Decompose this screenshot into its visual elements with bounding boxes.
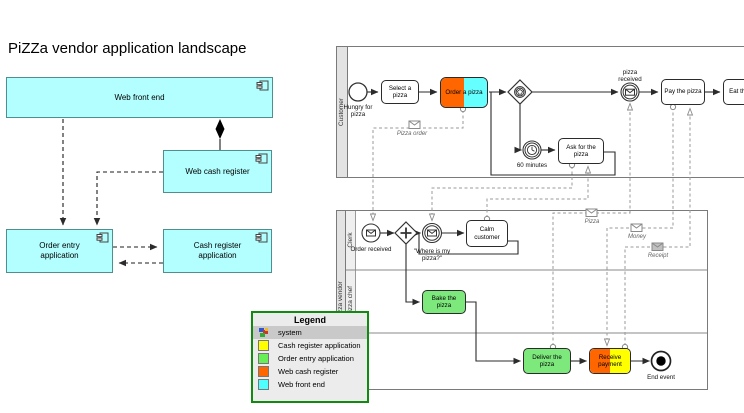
start-event-hungry bbox=[348, 82, 368, 102]
task-label: Eat the pizza bbox=[729, 88, 744, 96]
pool-customer bbox=[336, 46, 744, 178]
timer-event-60-minutes bbox=[522, 140, 542, 160]
legend-row: Web front end bbox=[253, 378, 367, 391]
component-icon bbox=[255, 153, 268, 164]
legend: Legend system Cash register application … bbox=[251, 311, 369, 403]
task-receive-payment: Receive payment bbox=[589, 348, 631, 374]
lane-dividers bbox=[346, 269, 707, 334]
legend-item-label: Order entry application bbox=[278, 354, 354, 363]
task-label: Pay the pizza bbox=[664, 88, 702, 96]
msg-label-receipt: Receipt bbox=[647, 253, 669, 259]
calm-loop-back bbox=[413, 229, 519, 255]
pool-vendor-label-strip bbox=[337, 211, 346, 389]
start-event-label: Hungry for pizza bbox=[343, 104, 373, 119]
pizza-received-label: pizza received bbox=[618, 69, 642, 84]
legend-row: Order entry application bbox=[253, 352, 367, 365]
order-received-label: Order received bbox=[350, 246, 392, 253]
legend-item-label: Web cash register bbox=[278, 367, 339, 376]
task-label: Deliver the pizza bbox=[532, 353, 562, 368]
system-icon bbox=[259, 328, 268, 337]
timer-label: 60 minutes bbox=[516, 162, 548, 169]
msg-label-pizza-order: Pizza order bbox=[396, 131, 428, 137]
task-label: Calm customer bbox=[474, 226, 500, 241]
component-icon bbox=[255, 232, 268, 243]
legend-item-label: Web front end bbox=[278, 380, 325, 389]
legend-swatch bbox=[258, 353, 269, 364]
task-bake-the-pizza: Bake the pizza bbox=[422, 290, 466, 314]
task-fill-left bbox=[441, 78, 464, 107]
task-select-a-pizza: Select a pizza bbox=[381, 80, 419, 104]
component-web-cash-register: Web cash register bbox=[163, 150, 272, 193]
envelope-pizza-icon bbox=[585, 208, 598, 217]
task-label: Order a pizza bbox=[445, 88, 483, 96]
legend-row: Web cash register bbox=[253, 365, 367, 378]
task-label: Ask for the pizza bbox=[566, 143, 596, 158]
component-cash-register-application: Cash register application bbox=[163, 229, 272, 273]
composition-diamond-icon bbox=[215, 119, 225, 139]
envelope-money-icon bbox=[630, 223, 643, 232]
legend-item-label: system bbox=[278, 328, 302, 337]
dependency-webcash-orderentry bbox=[93, 171, 163, 226]
legend-swatch bbox=[258, 366, 269, 377]
page-title: PiZZa vendor application landscape bbox=[8, 40, 247, 57]
task-fill-left bbox=[590, 349, 610, 373]
task-label: Receive payment bbox=[598, 353, 622, 368]
task-calm-customer: Calm customer bbox=[466, 220, 508, 247]
component-icon bbox=[96, 232, 109, 243]
message-envelopes bbox=[408, 120, 664, 251]
task-label: Select a pizza bbox=[388, 84, 412, 99]
end-event-label: End event bbox=[647, 374, 675, 381]
msg-label-pizza: Pizza bbox=[584, 219, 600, 225]
ask-loop-back bbox=[490, 92, 616, 176]
legend-swatch bbox=[258, 340, 269, 351]
component-label: Web front end bbox=[114, 92, 165, 102]
component-order-entry-application: Order entry application bbox=[6, 229, 113, 273]
component-web-front-end: Web front end bbox=[6, 77, 273, 118]
pool-vendor-lane-strip bbox=[346, 211, 356, 389]
msg-receipt bbox=[624, 109, 690, 346]
msg-label-money: Money bbox=[627, 234, 646, 240]
task-order-a-pizza: Order a pizza bbox=[440, 77, 488, 108]
envelope-receipt-icon bbox=[651, 242, 664, 251]
pool-customer-label-strip bbox=[337, 47, 348, 177]
msg-where-is-my-pizza bbox=[432, 166, 573, 220]
legend-row-system: system bbox=[253, 326, 367, 339]
archimate-relations bbox=[59, 119, 221, 267]
parallel-gateway bbox=[394, 221, 418, 245]
legend-swatch bbox=[258, 379, 269, 390]
legend-title: Legend bbox=[293, 315, 326, 325]
legend-row: Cash register application bbox=[253, 339, 367, 352]
task-fill-right bbox=[610, 349, 630, 373]
envelope-pizza-order-icon bbox=[408, 120, 421, 129]
message-event-where-is-my-pizza bbox=[421, 222, 443, 244]
sequence-flows bbox=[367, 88, 721, 365]
task-eat-the-pizza: Eat the pizza bbox=[723, 79, 744, 105]
where-is-my-pizza-label: "Where is my pizza?" bbox=[413, 248, 451, 263]
legend-item-label: Cash register application bbox=[278, 341, 361, 350]
component-label: Web cash register bbox=[185, 166, 250, 176]
task-label: Bake the pizza bbox=[431, 294, 457, 309]
bpmn-events bbox=[348, 79, 672, 372]
component-label: Order entry application bbox=[39, 241, 80, 260]
message-event-pizza-received bbox=[620, 82, 640, 102]
task-pay-the-pizza: Pay the pizza bbox=[661, 79, 705, 105]
component-icon bbox=[256, 80, 269, 91]
end-event bbox=[650, 350, 672, 372]
task-deliver-the-pizza: Deliver the pizza bbox=[523, 348, 571, 374]
event-gateway bbox=[507, 79, 533, 105]
component-label: Cash register application bbox=[193, 241, 242, 260]
task-fill-right bbox=[464, 78, 487, 107]
message-start-event-order-received bbox=[361, 223, 381, 243]
task-ask-for-the-pizza: Ask for the pizza bbox=[558, 138, 604, 164]
